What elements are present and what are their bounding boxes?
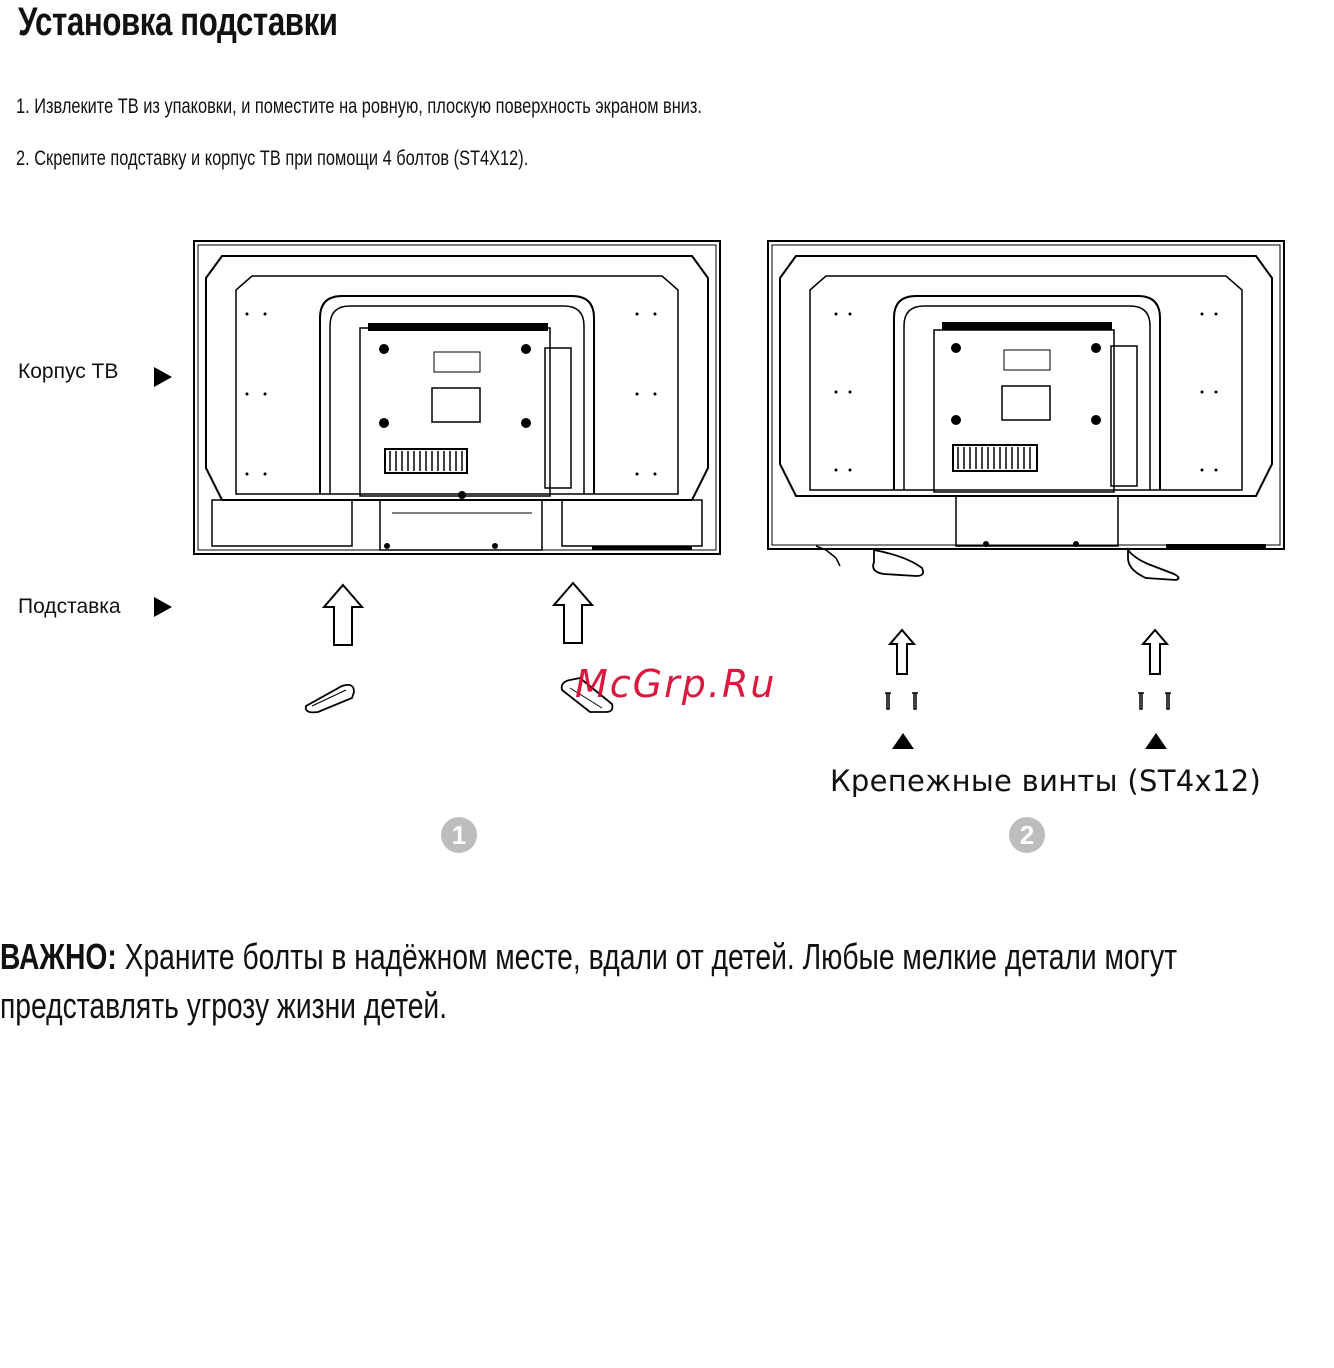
triangle-up-icon (1145, 733, 1167, 749)
important-text: Храните болты в надёжном месте, вдали от… (0, 936, 1178, 1026)
instruction-step-2: 2. Скрепите подставку и корпус ТВ при по… (16, 147, 529, 170)
pointer-arrow-icon (154, 367, 172, 387)
instruction-step-1: 1. Извлеките ТВ из упаковки, и поместите… (16, 95, 702, 118)
step-number-badge-2: 2 (1009, 817, 1045, 853)
up-arrow-icon (551, 581, 595, 644)
stand-foot-right (560, 677, 614, 713)
up-arrow-icon (887, 628, 917, 675)
step-number-badge-1: 1 (441, 817, 477, 853)
tv-body-label: Корпус ТВ (18, 360, 119, 383)
page-title: Установка подставки (18, 0, 338, 44)
watermark: McGrp.Ru (575, 662, 777, 706)
tv-back-diagram-1 (193, 240, 721, 555)
up-arrow-icon (321, 583, 365, 646)
triangle-up-icon (892, 733, 914, 749)
screw-icon (885, 692, 918, 710)
stand-label: Подставка (18, 595, 121, 618)
screws-label: Крепежные винты (ST4x12) (830, 764, 1262, 798)
stand-foot-left (304, 683, 355, 714)
tv-back-diagram-2 (767, 240, 1285, 581)
important-prefix: ВАЖНО: (0, 936, 117, 977)
pointer-arrow-icon (154, 597, 172, 617)
screw-icon (1138, 692, 1171, 710)
up-arrow-icon (1140, 628, 1170, 675)
important-notice: ВАЖНО: Храните болты в надёжном месте, в… (0, 932, 1334, 1030)
